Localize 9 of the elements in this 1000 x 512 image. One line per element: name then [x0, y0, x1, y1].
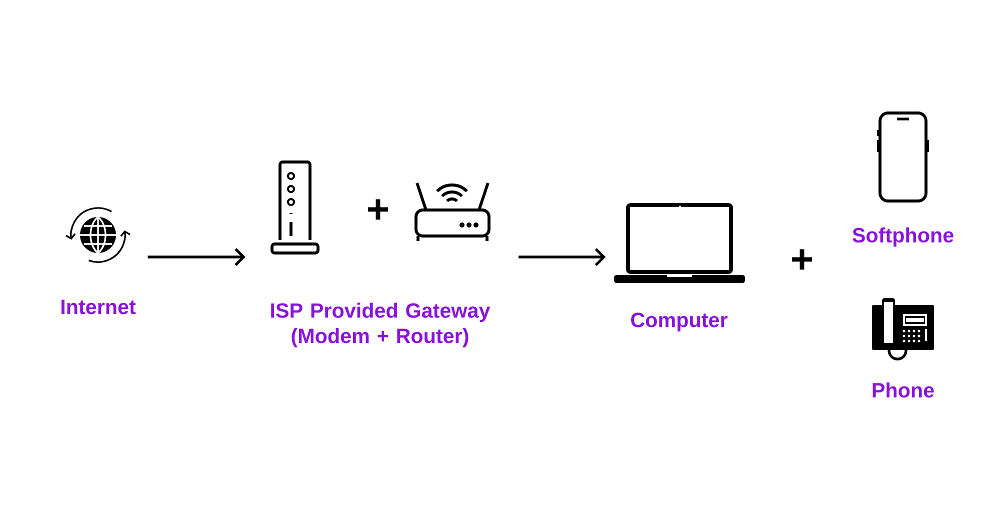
node-label: Phone [872, 382, 934, 398]
arrow [518, 248, 606, 266]
node-label: Softphone [852, 227, 954, 247]
node-label: Internet [62, 300, 136, 314]
node-label: Computer [631, 312, 728, 332]
plus-sign: + [368, 199, 388, 220]
arrow [148, 248, 246, 266]
plus-sign: + [792, 249, 812, 270]
node-label: ISP Provided Gateway (Modem + Router) [271, 302, 490, 348]
